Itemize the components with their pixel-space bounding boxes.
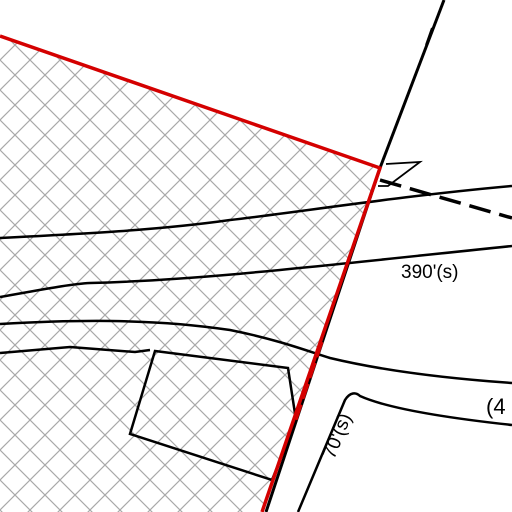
boundary-line-north — [378, 0, 446, 169]
distance-label-390: 390'(s) — [401, 262, 458, 283]
partial-label: (4 — [486, 394, 506, 419]
contour-line-1 — [0, 184, 512, 240]
parcel-boundary — [0, 34, 383, 512]
easement-tick-marks — [378, 160, 423, 187]
contour-line-4 — [0, 345, 151, 355]
boundary-offset-tick — [425, 27, 433, 46]
dashed-easement — [379, 178, 512, 220]
road-edge-inner — [296, 392, 512, 512]
contour-line-2 — [0, 244, 512, 299]
hatched-parcel — [0, 36, 380, 512]
contour-line-3 — [0, 319, 512, 385]
